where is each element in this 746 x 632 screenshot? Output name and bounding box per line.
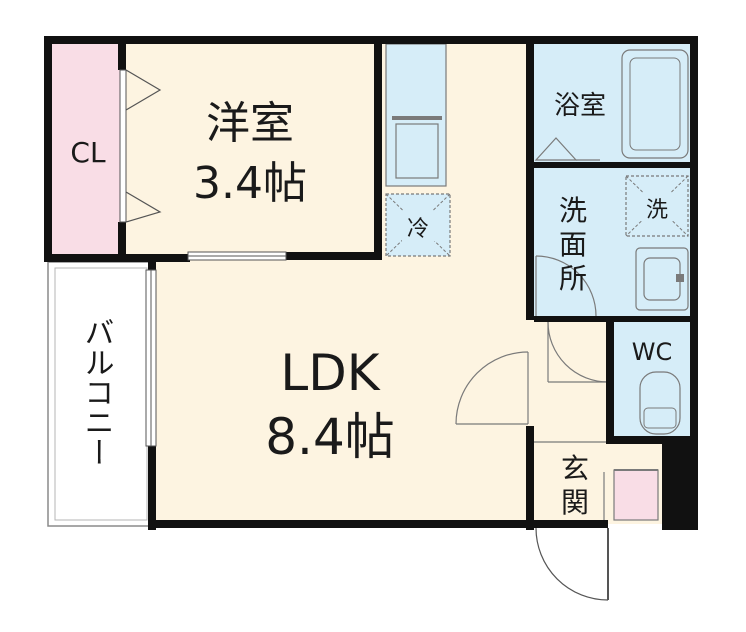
washer-label: 洗 — [646, 198, 668, 223]
balcony — [47, 261, 153, 527]
closet-floor — [50, 40, 124, 258]
fridge-label: 冷 — [407, 217, 429, 242]
balcony-label: バルコニー — [79, 317, 114, 467]
washer-space: 洗 — [625, 175, 689, 237]
bathroom-door — [534, 137, 600, 161]
kitchen-counter — [385, 43, 447, 187]
washbasin — [635, 247, 689, 311]
bathtub — [621, 49, 689, 159]
toilet — [639, 371, 681, 435]
washroom-label-char-1: 洗 — [559, 194, 587, 227]
closet-label: CL — [70, 136, 106, 169]
fridge-space: 冷 — [385, 193, 451, 257]
sliding-door-western-room — [187, 251, 287, 261]
western-room-size: 3.4帖 — [193, 158, 307, 209]
washroom-label-char-2: 面 — [559, 228, 587, 261]
bathroom-label: 浴室 — [554, 91, 606, 121]
entrance-door — [535, 527, 609, 601]
closet-doors — [119, 69, 162, 223]
washroom-label-char-3: 所 — [559, 262, 587, 295]
entrance-label-char-1: 玄 — [561, 452, 589, 485]
wc-door-swing — [547, 321, 609, 383]
ldk-name: LDK — [280, 344, 380, 402]
entrance-label-char-2: 関 — [561, 486, 589, 519]
ldk-floor — [152, 258, 528, 524]
balcony-window — [145, 269, 157, 447]
western-room-floor — [124, 40, 380, 258]
western-room-name: 洋室 — [206, 98, 294, 149]
shoe-cabinet — [613, 469, 659, 521]
ldk-door-swing — [455, 351, 529, 425]
walls — [44, 36, 698, 530]
ldk-size: 8.4帖 — [265, 408, 395, 466]
hallway-floor — [528, 318, 612, 442]
washroom-door-swing — [535, 255, 597, 317]
wc-label: WC — [632, 338, 673, 366]
